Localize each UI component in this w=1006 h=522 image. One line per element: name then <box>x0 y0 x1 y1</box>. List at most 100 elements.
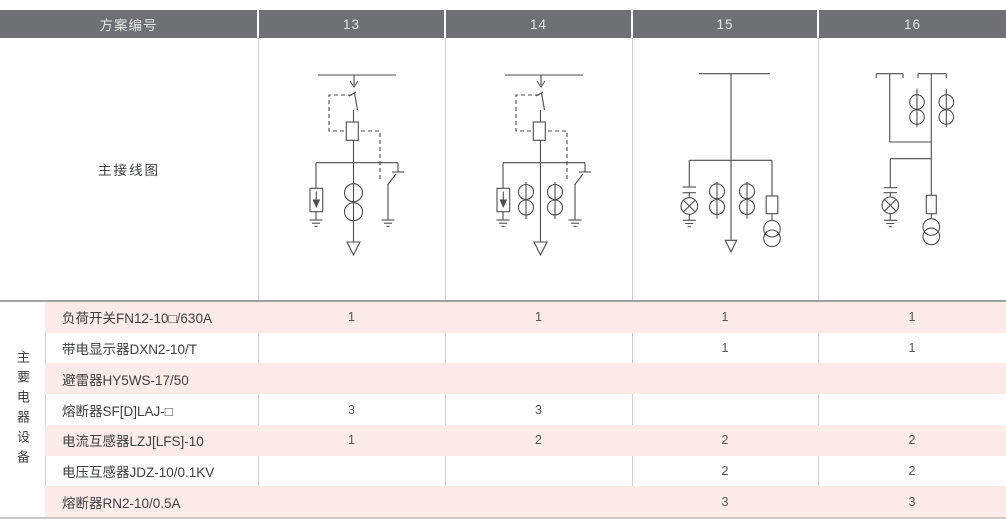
header-scheme-16: 16 <box>819 10 1006 38</box>
quantity-cell: 1 <box>445 302 632 333</box>
quantity-cell <box>445 363 632 395</box>
table-row: 熔断器SF[D]LAJ-□ 3 3 <box>0 394 1006 425</box>
quantity-cell: 2 <box>908 463 916 478</box>
feeder-arrow-icon <box>533 241 548 257</box>
fuse-icon <box>765 160 779 221</box>
feeder-arrow-icon <box>724 239 738 254</box>
load-switch-icon <box>348 75 359 111</box>
table-row: 负荷开关FN12-10□/630A 1 1 1 1 <box>0 302 1006 333</box>
scheme-13-diagram <box>258 38 445 300</box>
feeder-arrow-icon <box>346 241 361 257</box>
quantity-cell <box>818 363 1006 395</box>
scheme-16-diagram <box>818 38 1006 300</box>
column-separator <box>818 38 819 517</box>
column-separator <box>445 38 446 517</box>
equipment-name: 带电显示器DXN2-10/T <box>62 342 198 358</box>
quantity-cell <box>258 486 445 518</box>
table-row: 避雷器HY5WS-17/50 <box>0 363 1006 395</box>
ground-icon <box>883 219 897 228</box>
busbar-icon <box>917 73 947 78</box>
quantity-cell: 1 <box>818 302 1006 333</box>
equipment-name: 电压互感器JDZ-10/0.1KV <box>62 464 215 480</box>
row-spacer <box>0 333 45 364</box>
quantity-cell: 1 <box>908 341 916 356</box>
column-separator <box>632 38 633 517</box>
fuse-icon <box>345 121 359 141</box>
table-bottom-border <box>0 517 1006 519</box>
table-row: 电流互感器LZJ[LFS]-10 1 2 2 2 <box>0 424 1006 456</box>
quantity-cell <box>258 333 445 364</box>
quantity-cell <box>818 394 1006 425</box>
ground-icon <box>568 219 582 227</box>
striker-interlock-dashed-link <box>515 94 568 181</box>
live-display-lamp-icon <box>680 160 699 221</box>
voltage-transformer-icon <box>922 218 941 246</box>
quantity-cell: 1 <box>721 341 729 356</box>
row-spacer <box>0 363 45 394</box>
current-transformer-icon <box>909 88 925 127</box>
header-scheme-number-label: 方案编号 <box>0 10 257 38</box>
arrester-icon <box>496 162 511 220</box>
arrester-icon <box>309 162 324 220</box>
quantity-cell <box>632 394 818 425</box>
row-spacer <box>0 394 45 425</box>
equipment-name: 避雷器HY5WS-17/50 <box>45 363 258 395</box>
quantity-cell: 3 <box>818 486 1006 518</box>
quantity-cell: 1 <box>258 424 445 456</box>
earthing-switch-icon <box>574 162 591 220</box>
equipment-name: 熔断器RN2-10/0.5A <box>45 486 258 518</box>
quantity-cell <box>445 333 632 364</box>
row-spacer <box>0 456 45 487</box>
quantity-cell <box>258 456 445 487</box>
voltage-transformer-icon <box>763 219 781 248</box>
quantity-cell: 2 <box>632 424 818 456</box>
current-transformer-icon <box>738 182 756 219</box>
header-scheme-13: 13 <box>259 10 444 38</box>
row-spacer <box>0 302 45 333</box>
current-transformer-icon <box>343 183 364 222</box>
column-separator <box>258 38 259 517</box>
main-wiring-diagram-label: 主接线图 <box>98 163 160 178</box>
table-row: 电压互感器JDZ-10/0.1KV 2 2 <box>0 456 1006 487</box>
quantity-cell: 1 <box>632 302 818 333</box>
current-transformer-icon <box>546 182 564 219</box>
ground-icon <box>682 219 696 228</box>
ground-icon <box>381 219 395 227</box>
ground-icon <box>309 219 323 227</box>
quantity-cell: 3 <box>348 402 355 417</box>
scheme-15-diagram <box>632 38 818 300</box>
busbar-icon <box>875 73 904 78</box>
equipment-name: 熔断器SF[D]LAJ-□ <box>62 403 173 419</box>
fuse-icon <box>925 194 937 219</box>
label-column-separator <box>45 301 46 517</box>
quantity-cell: 3 <box>632 486 818 518</box>
live-display-lamp-icon <box>881 158 900 221</box>
table-row: 熔断器RN2-10/0.5A 3 3 <box>0 486 1006 518</box>
header-scheme-14: 14 <box>446 10 631 38</box>
quantity-cell <box>445 486 632 518</box>
equipment-name: 负荷开关FN12-10□/630A <box>45 302 258 333</box>
quantity-cell: 2 <box>721 463 729 478</box>
load-switch-icon <box>535 75 546 111</box>
row-spacer <box>0 425 45 456</box>
quantity-cell <box>445 456 632 487</box>
fuse-icon <box>532 121 546 141</box>
current-transformer-icon <box>708 182 726 219</box>
table-row: 带电显示器DXN2-10/T 1 1 <box>0 333 1006 364</box>
ground-icon <box>496 219 510 227</box>
quantity-cell: 1 <box>258 302 445 333</box>
earthing-switch-icon <box>387 162 404 220</box>
section-divider <box>0 300 1006 302</box>
main-equipment-vertical-label: 主要电器设备 <box>15 349 30 470</box>
equipment-name: 电流互感器LZJ[LFS]-10 <box>45 424 258 456</box>
quantity-cell <box>632 363 818 395</box>
header-scheme-15: 15 <box>633 10 817 38</box>
row-spacer <box>0 486 45 517</box>
quantity-cell <box>258 363 445 395</box>
quantity-cell: 2 <box>818 424 1006 456</box>
quantity-cell: 3 <box>535 402 542 417</box>
equipment-table-body: 负荷开关FN12-10□/630A 1 1 1 1 带电显示器DXN2-10/T… <box>0 302 1006 518</box>
quantity-cell: 2 <box>445 424 632 456</box>
current-transformer-icon <box>938 88 955 127</box>
